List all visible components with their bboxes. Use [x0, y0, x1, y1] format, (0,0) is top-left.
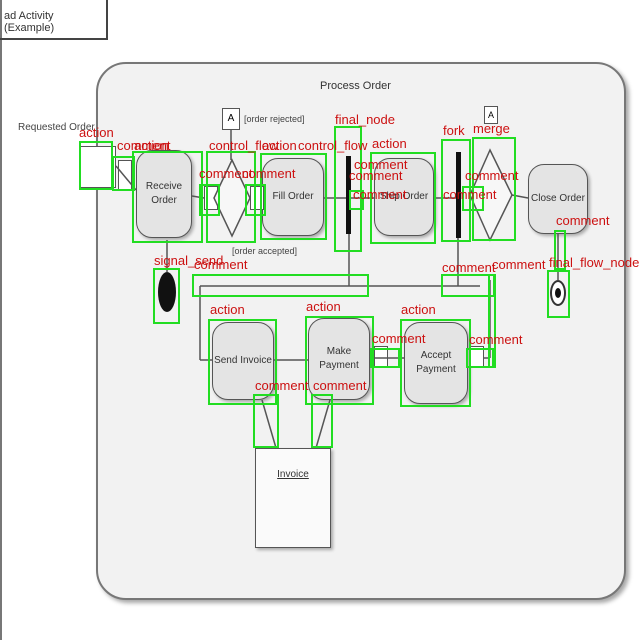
det-label-comment: comment — [242, 166, 296, 181]
det-label-final-node: final_node — [335, 112, 395, 127]
det-box-comment — [441, 274, 495, 297]
det-box-action — [208, 319, 277, 405]
det-label-comment: comment — [194, 257, 248, 272]
det-box-comment — [253, 394, 279, 448]
node-close-order: Close Order — [528, 164, 588, 234]
det-label-action: action — [401, 302, 436, 317]
det-box-comment — [112, 156, 135, 191]
det-label-fork: fork — [443, 123, 465, 138]
det-label-action: action — [134, 138, 169, 153]
det-label-comment: comment — [354, 157, 408, 172]
det-box-comment — [370, 348, 400, 368]
node-receive-order: Receive Order — [136, 150, 192, 238]
node-make-payment: Make Payment — [308, 318, 370, 400]
det-label-action: action — [210, 302, 245, 317]
det-label-comment: comment — [443, 187, 497, 202]
det-box-fork — [441, 139, 471, 242]
det-label-control-flow: control_flow — [209, 138, 279, 153]
det-box-action — [260, 153, 327, 240]
object-invoice: Invoice — [255, 448, 331, 548]
det-box-action — [79, 141, 113, 190]
det-label-action: action — [306, 299, 341, 314]
det-label-comment: comment — [353, 187, 407, 202]
det-label-comment: comment — [117, 138, 171, 153]
det-label-action: action — [79, 125, 114, 140]
det-box-signal-send — [153, 268, 180, 324]
guard-rejected: [order rejected] — [244, 114, 305, 124]
activity-title: Process Order — [320, 80, 391, 92]
det-box-action — [132, 151, 203, 243]
det-label-comment: comment — [313, 378, 367, 393]
det-box-final-node — [334, 126, 362, 252]
parameter-label: Requested Order — [18, 122, 95, 133]
det-label-merge: merge — [473, 121, 510, 136]
guard-accepted: [order accepted] — [232, 246, 298, 256]
det-box-comment — [311, 394, 333, 448]
det-label-comment: comment — [492, 257, 546, 272]
det-box-comment — [554, 230, 566, 270]
det-label-action: action — [262, 138, 297, 153]
det-label-comment: comment — [372, 331, 426, 346]
det-box-comment — [462, 186, 484, 211]
det-box-comment — [199, 184, 220, 216]
parameter-node — [80, 146, 116, 188]
det-box-action — [400, 319, 471, 407]
fork-bar — [346, 156, 351, 234]
det-label-comment: comment — [349, 168, 403, 183]
det-box-comment — [466, 348, 494, 368]
det-label-comment: comment — [199, 166, 253, 181]
det-box-merge — [472, 137, 516, 241]
initial-node — [158, 272, 176, 312]
decision-marker: A — [222, 108, 240, 130]
node-send-invoice: Send Invoice — [212, 322, 274, 400]
det-box-comment — [192, 274, 369, 297]
det-box-action — [305, 316, 374, 405]
det-label-action: action — [372, 136, 407, 151]
node-accept-payment: Accept Payment — [404, 322, 468, 404]
det-box-action — [370, 152, 436, 244]
det-label-comment: comment — [465, 168, 519, 183]
det-label-comment: comment — [442, 260, 496, 275]
det-box-comment — [349, 190, 364, 210]
det-label-final-flow-node: final_flow_node — [549, 255, 640, 270]
join-bar — [456, 152, 461, 238]
frame-title: ad Activity (Example) — [0, 0, 108, 40]
det-box-final-flow-node — [547, 270, 570, 318]
det-label-control-flow: control_flow — [298, 138, 368, 153]
node-ship-order: Ship Order — [374, 158, 434, 236]
det-label-comment: comment — [556, 213, 610, 228]
det-label-comment: comment — [255, 378, 309, 393]
det-label-signal-send: signal_send — [154, 253, 224, 268]
merge-marker: A — [484, 106, 498, 124]
det-label-comment: comment — [469, 332, 523, 347]
det-box-control-flow — [206, 151, 256, 243]
det-box-comment — [245, 184, 266, 216]
final-node-core — [555, 288, 561, 298]
node-fill-order: Fill Order — [262, 158, 324, 236]
